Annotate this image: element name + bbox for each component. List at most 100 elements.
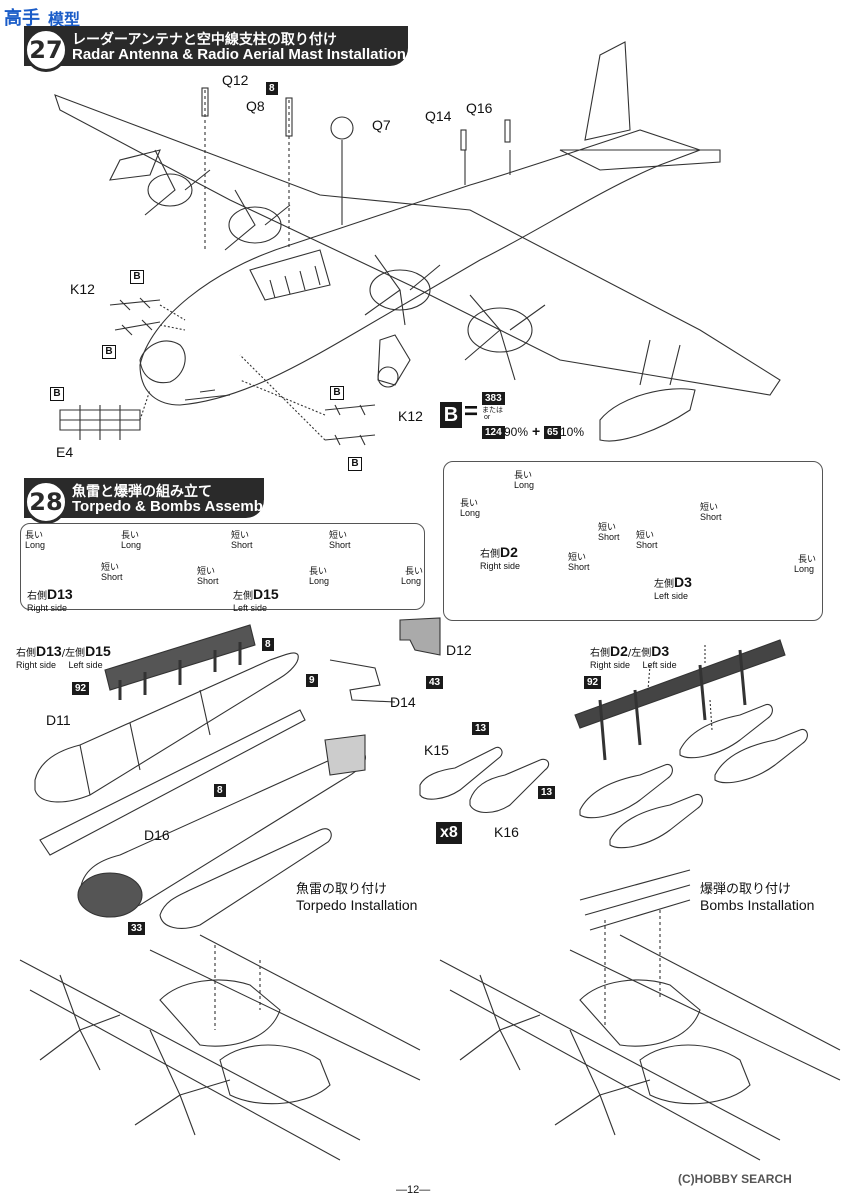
- tr-part1: D13: [36, 643, 62, 659]
- engine-3: [369, 269, 431, 311]
- long-jp-4: 長い: [405, 566, 424, 576]
- tag-43: 43: [426, 676, 444, 689]
- d15-side-jp: 左側: [233, 591, 253, 602]
- tag-8-a: 8: [262, 638, 274, 651]
- d13-part: D13: [47, 586, 73, 602]
- rb-short-jp-4: 短い: [636, 530, 655, 540]
- cockpit: [249, 249, 331, 301]
- rb-short-jp-1: 短い: [598, 522, 617, 532]
- d3-part: D3: [674, 574, 692, 590]
- color-legend-b: B = 383 または or 124 90% + 65 10%: [440, 392, 584, 446]
- legend-mix-a-pct: 90%: [504, 425, 529, 439]
- nose-turret: [139, 340, 186, 384]
- tr-slash: /: [61, 648, 66, 659]
- tag-8-b: 8: [214, 784, 226, 797]
- legend-mix-a: 124: [482, 426, 505, 439]
- legend-or-jp: または: [482, 407, 503, 414]
- short-en-4: Short: [329, 540, 351, 550]
- bomb-rack-label: 右側D2/左側D3 Right side Left side: [590, 641, 677, 670]
- part-k12-left: K12: [70, 281, 95, 297]
- part-q16: Q16: [466, 100, 493, 116]
- part-d14: D14: [390, 694, 416, 710]
- d13-side-en: Right side: [27, 603, 68, 613]
- main-wing: [54, 94, 781, 396]
- short-jp-3: 短い: [231, 530, 250, 540]
- step-27-title-en: Radar Antenna & Radio Aerial Mast Instal…: [72, 46, 406, 63]
- part-d16: D16: [144, 827, 170, 843]
- rb-short-jp-3: 短い: [700, 502, 719, 512]
- tag-9: 9: [306, 674, 318, 687]
- br-part2: D3: [651, 643, 670, 659]
- engine-2: [228, 206, 282, 244]
- step-28-title-jp: 魚雷と爆弾の組み立て: [72, 484, 212, 500]
- rb-long-en-3: Long: [794, 564, 815, 574]
- torpedo-install-label: 魚雷の取り付け Torpedo Installation: [296, 878, 417, 913]
- rb-long-jp-1: 長い: [514, 470, 533, 480]
- torpedo-rack: [104, 624, 256, 691]
- watermark-brand: 高手: [4, 8, 40, 29]
- br-jp2: 左側: [631, 648, 652, 659]
- engine-4: [467, 307, 533, 353]
- legend-letter: B: [440, 402, 462, 428]
- legend-plus: +: [532, 423, 541, 439]
- bombs-install-en: Bombs Installation: [700, 897, 815, 913]
- rb-long-jp-3: 長い: [798, 554, 817, 564]
- tr-jp1: 右側: [16, 648, 36, 659]
- short-jp-4: 短い: [329, 530, 348, 540]
- rb-short-jp-2: 短い: [568, 552, 587, 562]
- tr-jp2: 左側: [65, 648, 86, 659]
- tag-13-b: 13: [538, 786, 556, 799]
- bombs-install-label: 爆弾の取り付け Bombs Installation: [700, 878, 814, 913]
- long-en-1: Long: [25, 540, 46, 550]
- d2-side-en: Right side: [480, 561, 521, 571]
- torpedo-rack-label: 右側D13/左側D15 Right side Left side: [16, 641, 111, 670]
- tr-en1: Right side: [16, 660, 57, 670]
- legend-mix-b: 65: [544, 426, 562, 439]
- legend-equals: =: [464, 398, 479, 425]
- tag-92-torpedo: 92: [72, 682, 90, 695]
- part-q8: Q8: [246, 98, 265, 114]
- long-en-3: Long: [309, 576, 330, 586]
- side-label-d15: 左側D15 Left side: [233, 584, 279, 613]
- tr-en-row: Right side Left side: [16, 660, 111, 670]
- page-number: —12—: [396, 1184, 431, 1196]
- short-jp-1: 短い: [101, 562, 120, 572]
- step-28-header: 28 魚雷と爆弾の組み立て Torpedo & Bombs Assembly: [24, 478, 275, 524]
- cockpit-frames: [269, 265, 321, 299]
- part-k12-right: K12: [398, 408, 423, 424]
- float-right: [599, 388, 696, 442]
- step-27-header: 27 レーダーアンテナと空中線支柱の取り付け Radar Antenna & R…: [24, 26, 408, 72]
- torpedo-install-en: Torpedo Installation: [296, 897, 418, 913]
- color-b-marker-3: B: [50, 387, 64, 401]
- tr-part2: D15: [85, 643, 111, 659]
- watermark-logo: 高手 模型: [4, 4, 84, 34]
- tr-en2: Left side: [68, 660, 103, 670]
- rb-short-en-3: Short: [700, 512, 722, 522]
- d13-side-jp: 右側: [27, 591, 47, 602]
- rb-short-en-2: Short: [568, 562, 590, 572]
- side-label-d2: 右側D2 Right side: [480, 542, 520, 571]
- step-28-number: 28: [24, 480, 68, 524]
- watermark-cn: 模型: [48, 10, 81, 29]
- tag-33: 33: [128, 922, 146, 935]
- d3-side-jp: 左側: [654, 579, 674, 590]
- long-en-2: Long: [121, 540, 142, 550]
- side-label-d3: 左側D3 Left side: [654, 572, 692, 601]
- part-k16: K16: [494, 824, 519, 840]
- br-en-row: Right side Left side: [590, 660, 677, 670]
- long-en-4: Long: [401, 576, 422, 586]
- tail-plane: [559, 149, 721, 171]
- side-label-d13: 右側D13 Right side: [27, 584, 73, 613]
- fuselage: [139, 129, 702, 406]
- legend-main-code: 383: [482, 392, 505, 405]
- part-q7: Q7: [372, 117, 391, 133]
- br-part1: D2: [610, 643, 628, 659]
- step-28-title-en: Torpedo & Bombs Assembly: [72, 498, 276, 515]
- short-en-1: Short: [101, 572, 123, 582]
- d15-part: D15: [253, 586, 279, 602]
- color-b-marker-1: B: [130, 270, 144, 284]
- short-en-2: Short: [197, 576, 219, 586]
- d15-side-en: Left side: [233, 603, 268, 613]
- br-en2: Left side: [642, 660, 677, 670]
